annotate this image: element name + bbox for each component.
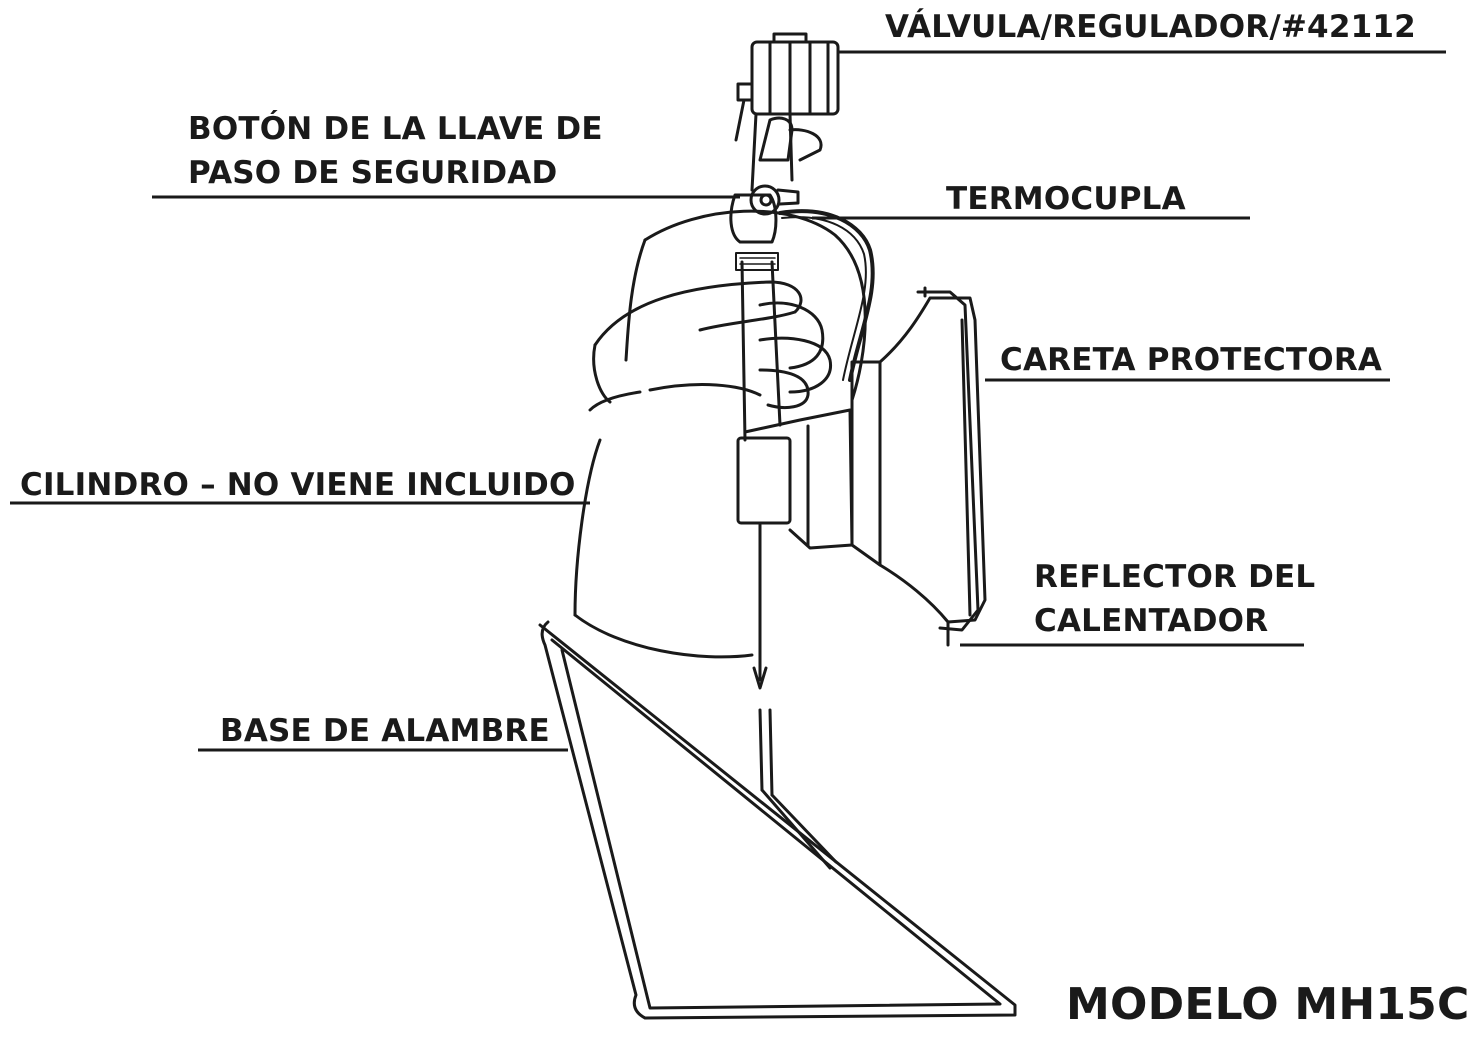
thermocouple-tube bbox=[778, 209, 875, 382]
thermocouple-label: TERMOCUPLA bbox=[946, 181, 1186, 217]
valve-regulator bbox=[734, 32, 840, 192]
reflector bbox=[878, 286, 987, 647]
cylinder-label: CILINDRO – NO VIENE INCLUIDO bbox=[20, 467, 576, 503]
protective-screen-label: CARETA PROTECTORA bbox=[1000, 342, 1383, 378]
model-title: MODELO MH15C bbox=[1066, 979, 1470, 1030]
shaft bbox=[735, 252, 782, 442]
safety-button bbox=[729, 184, 800, 244]
burner-housing bbox=[736, 360, 882, 567]
safety-button-label-line2: PASO DE SEGURIDAD bbox=[188, 155, 558, 191]
reflector-label-line2: CALENTADOR bbox=[1034, 603, 1269, 639]
reflector-label-line1: REFLECTOR DEL bbox=[1034, 559, 1316, 595]
hand bbox=[592, 280, 833, 409]
valve-regulator-label: VÁLVULA/REGULADOR/#42112 bbox=[885, 9, 1416, 45]
mounting-arrow bbox=[752, 523, 774, 797]
cylinder-body bbox=[573, 209, 867, 659]
wire-base bbox=[538, 620, 1017, 1020]
wire-base-label: BASE DE ALAMBRE bbox=[220, 713, 550, 749]
safety-button-label-line1: BOTÓN DE LA LLAVE DE bbox=[188, 111, 603, 147]
